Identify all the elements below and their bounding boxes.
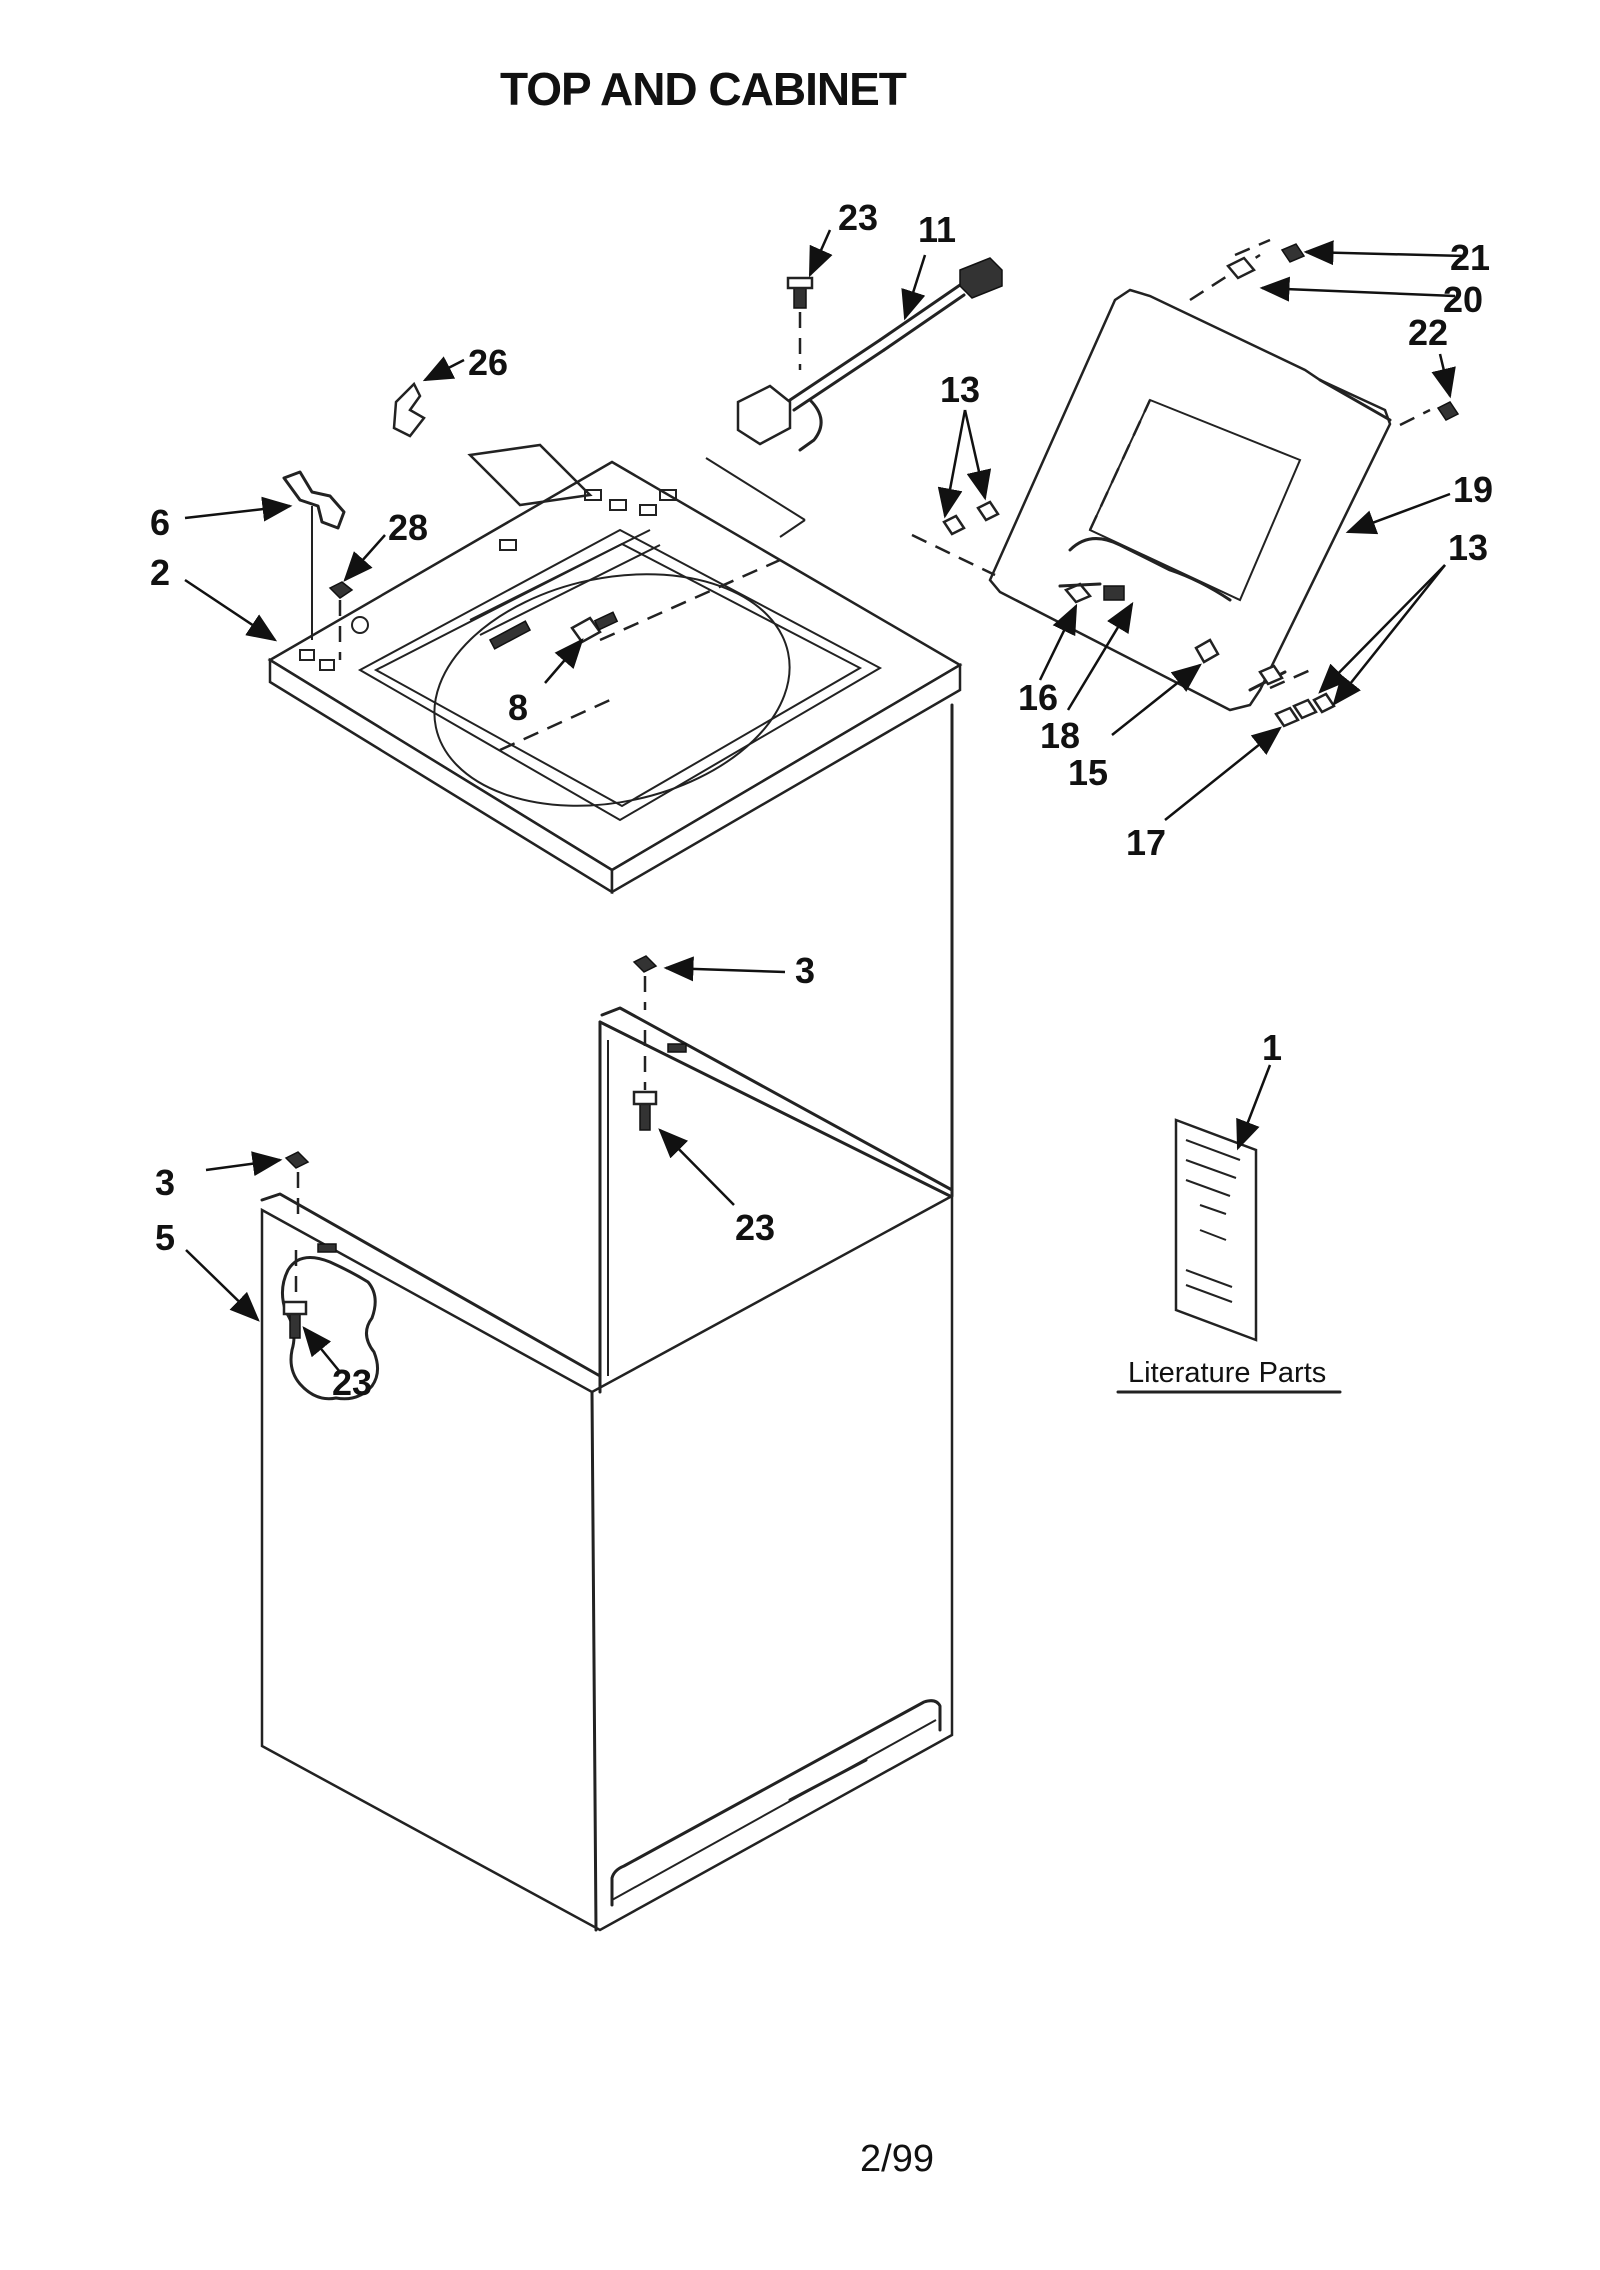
literature-parts-caption: Literature Parts xyxy=(1128,1357,1326,1389)
callout-13-right: 13 xyxy=(1448,527,1488,568)
part-6-clip xyxy=(282,470,346,640)
callout-21: 21 xyxy=(1450,237,1490,278)
callout-28: 28 xyxy=(388,507,428,548)
part-19-lid xyxy=(911,238,1431,712)
callout-23-cabinet: 23 xyxy=(735,1207,775,1248)
callout-13-left: 13 xyxy=(940,369,980,410)
callout-3-top: 3 xyxy=(795,950,815,991)
callout-20: 20 xyxy=(1443,279,1483,320)
part-28-clip xyxy=(328,581,354,660)
callout-1: 1 xyxy=(1262,1027,1282,1068)
callout-5: 5 xyxy=(155,1217,175,1258)
cabinet-clips xyxy=(284,955,687,1253)
cabinet-drawing xyxy=(260,703,954,1932)
callout-15: 15 xyxy=(1068,752,1108,793)
callout-2: 2 xyxy=(150,552,170,593)
callout-6: 6 xyxy=(150,502,170,543)
callout-16: 16 xyxy=(1018,677,1058,718)
callout-19: 19 xyxy=(1453,469,1493,510)
callout-17: 17 xyxy=(1126,822,1166,863)
callout-3-left: 3 xyxy=(155,1162,175,1203)
part-26-bracket xyxy=(392,381,426,438)
callout-23-cutaway: 23 xyxy=(332,1362,372,1403)
page-number: 2/99 xyxy=(860,2138,934,2180)
lid-hardware xyxy=(942,243,1460,728)
part-8-screw xyxy=(570,611,619,644)
callout-8: 8 xyxy=(508,687,528,728)
part-1-literature xyxy=(1116,1118,1342,1394)
part-11-wire-harness xyxy=(467,257,1003,538)
callout-labels: 1 2 3 3 5 6 8 11 13 13 15 16 17 18 19 20… xyxy=(150,197,1493,1403)
leader-arrows xyxy=(184,229,1466,1373)
cabinet-cutaway xyxy=(281,1250,379,1401)
callout-23-top: 23 xyxy=(838,197,878,238)
callout-11: 11 xyxy=(918,209,956,250)
callout-26: 26 xyxy=(468,342,508,383)
callout-22: 22 xyxy=(1408,312,1448,353)
page-title: TOP AND CABINET xyxy=(500,63,907,115)
callout-18: 18 xyxy=(1040,715,1080,756)
top-assembly-drawing xyxy=(267,460,963,895)
